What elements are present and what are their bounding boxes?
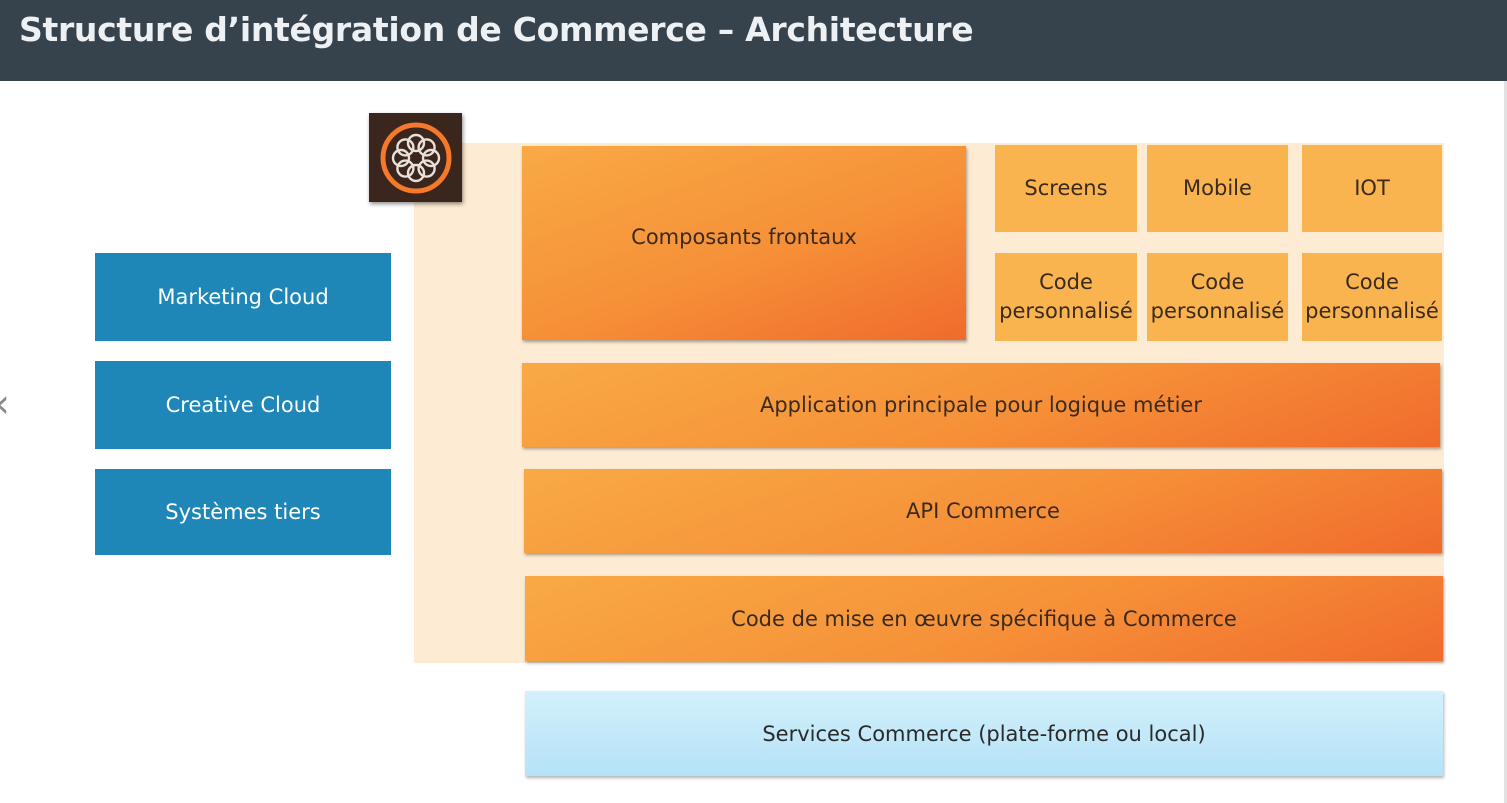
- custom-code-label-1: Code personnalisé: [999, 270, 1133, 323]
- third-party-systems-box: Systèmes tiers: [95, 469, 391, 555]
- creative-cloud-label: Creative Cloud: [165, 393, 321, 417]
- channel-iot-tile: IOT: [1302, 145, 1442, 232]
- commerce-services-label: Services Commerce (plate-forme ou local): [762, 721, 1206, 746]
- marketing-cloud-box: Marketing Cloud: [95, 253, 391, 341]
- frontend-components-block: Composants frontaux: [522, 146, 966, 340]
- channel-mobile-label: Mobile: [1183, 176, 1252, 200]
- commerce-api-label: API Commerce: [906, 499, 1060, 523]
- commerce-services-layer: Services Commerce (plate-forme ou local): [525, 691, 1443, 776]
- aem-logo: [369, 113, 462, 202]
- channel-screens-label: Screens: [1024, 176, 1108, 200]
- commerce-implementation-layer: Code de mise en œuvre spécifique à Comme…: [525, 576, 1443, 661]
- channel-screens-tile: Screens: [995, 145, 1137, 232]
- aem-logo-icon: [380, 122, 451, 193]
- business-logic-layer: Application principale pour logique méti…: [522, 363, 1440, 447]
- creative-cloud-box: Creative Cloud: [95, 361, 391, 449]
- business-logic-label: Application principale pour logique méti…: [759, 393, 1202, 417]
- right-edge-divider: [1504, 81, 1507, 803]
- channel-iot-label: IOT: [1354, 176, 1390, 200]
- custom-code-tile-1: Code personnalisé: [995, 253, 1137, 341]
- frontend-components-label: Composants frontaux: [631, 225, 857, 249]
- commerce-implementation-label: Code de mise en œuvre spécifique à Comme…: [731, 606, 1237, 631]
- custom-code-label-3: Code personnalisé: [1305, 270, 1439, 323]
- chevron-left-icon[interactable]: ‹: [0, 384, 24, 424]
- third-party-systems-label: Systèmes tiers: [165, 500, 321, 524]
- marketing-cloud-label: Marketing Cloud: [157, 285, 329, 309]
- title-bar: Structure d’intégration de Commerce – Ar…: [0, 0, 1507, 81]
- page-title: Structure d’intégration de Commerce – Ar…: [19, 10, 974, 49]
- commerce-api-layer: API Commerce: [524, 469, 1442, 553]
- channel-mobile-tile: Mobile: [1147, 145, 1288, 232]
- custom-code-tile-2: Code personnalisé: [1147, 253, 1288, 341]
- custom-code-label-2: Code personnalisé: [1150, 270, 1285, 323]
- custom-code-tile-3: Code personnalisé: [1302, 253, 1442, 341]
